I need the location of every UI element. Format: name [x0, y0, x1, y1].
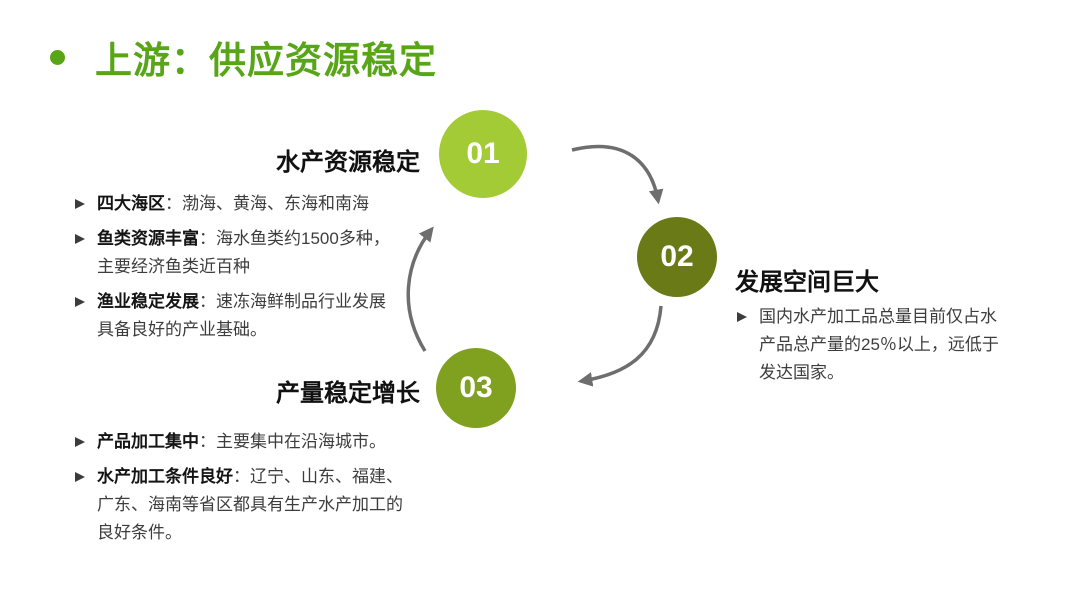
step-number-01: 01 [466, 137, 500, 170]
slide-title-row: 上游：供应资源稳定 [50, 30, 437, 84]
page-title: 上游：供应资源稳定 [95, 40, 437, 81]
section-02-bullets: 国内水产加工品总量目前仅占水产品总产量的25％以上，远低于发达国家。 [737, 303, 1013, 394]
bullet-label: 水产加工条件良好 [97, 467, 233, 486]
bullet-text: ：海水鱼类约1500多种，主要经济鱼类近百种 [97, 229, 390, 276]
bullet-label: 鱼类资源丰富 [97, 229, 199, 248]
bullet-text: ：辽宁、山东、福建、广东、海南等省区都具有生产水产加工的良好条件。 [97, 467, 403, 542]
bullet-label: 四大海区 [97, 194, 165, 213]
step-circle-02: 02 [637, 217, 717, 297]
list-item: 水产加工条件良好：辽宁、山东、福建、广东、海南等省区都具有生产水产加工的良好条件… [75, 463, 409, 547]
bullet-text-block: 水产加工条件良好：辽宁、山东、福建、广东、海南等省区都具有生产水产加工的良好条件… [97, 463, 409, 547]
bullet-label: 产品加工集中 [97, 432, 199, 451]
section-02-heading: 发展空间巨大 [735, 269, 879, 296]
arrow-01-to-02-icon [571, 144, 664, 205]
title-bullet-icon [50, 49, 65, 65]
bullet-text-block: 渔业稳定发展：速冻海鲜制品行业发展具备良好的产业基础。 [97, 288, 401, 344]
bullet-text-block: 产品加工集中：主要集中在沿海城市。 [97, 428, 409, 456]
step-number-03: 03 [459, 371, 493, 404]
bullet-text-block: 四大海区：渤海、黄海、东海和南海 [97, 190, 401, 218]
section-03-bullets: 产品加工集中：主要集中在沿海城市。 水产加工条件良好：辽宁、山东、福建、广东、海… [75, 428, 409, 554]
bullet-text: ：主要集中在沿海城市。 [199, 432, 386, 451]
list-item: 渔业稳定发展：速冻海鲜制品行业发展具备良好的产业基础。 [75, 288, 401, 344]
list-item: 鱼类资源丰富：海水鱼类约1500多种，主要经济鱼类近百种 [75, 225, 401, 281]
section-01-heading: 水产资源稳定 [276, 149, 420, 176]
arrow-bullet-icon [75, 437, 85, 447]
bullet-text-block: 国内水产加工品总量目前仅占水产品总产量的25％以上，远低于发达国家。 [759, 303, 1013, 387]
arrow-bullet-icon [737, 312, 747, 322]
section-01-bullets: 四大海区：渤海、黄海、东海和南海 鱼类资源丰富：海水鱼类约1500多种，主要经济… [75, 190, 401, 351]
arrow-02-to-03-icon [577, 305, 663, 387]
arrow-bullet-icon [75, 297, 85, 307]
list-item: 国内水产加工品总量目前仅占水产品总产量的25％以上，远低于发达国家。 [737, 303, 1013, 387]
bullet-label: 渔业稳定发展 [97, 292, 199, 311]
bullet-text: ：渤海、黄海、东海和南海 [165, 194, 369, 213]
bullet-text: ：速冻海鲜制品行业发展具备良好的产业基础。 [97, 292, 386, 339]
list-item: 四大海区：渤海、黄海、东海和南海 [75, 190, 401, 218]
arrow-bullet-icon [75, 472, 85, 482]
step-number-02: 02 [660, 240, 694, 273]
step-circle-01: 01 [439, 110, 527, 198]
step-circle-03: 03 [436, 348, 516, 428]
arrow-03-to-01-icon [406, 226, 434, 352]
list-item: 产品加工集中：主要集中在沿海城市。 [75, 428, 409, 456]
bullet-text-block: 鱼类资源丰富：海水鱼类约1500多种，主要经济鱼类近百种 [97, 225, 401, 281]
section-03-heading: 产量稳定增长 [276, 380, 420, 407]
arrow-bullet-icon [75, 234, 85, 244]
bullet-text: 国内水产加工品总量目前仅占水产品总产量的25％以上，远低于发达国家。 [759, 307, 999, 382]
arrow-bullet-icon [75, 199, 85, 209]
